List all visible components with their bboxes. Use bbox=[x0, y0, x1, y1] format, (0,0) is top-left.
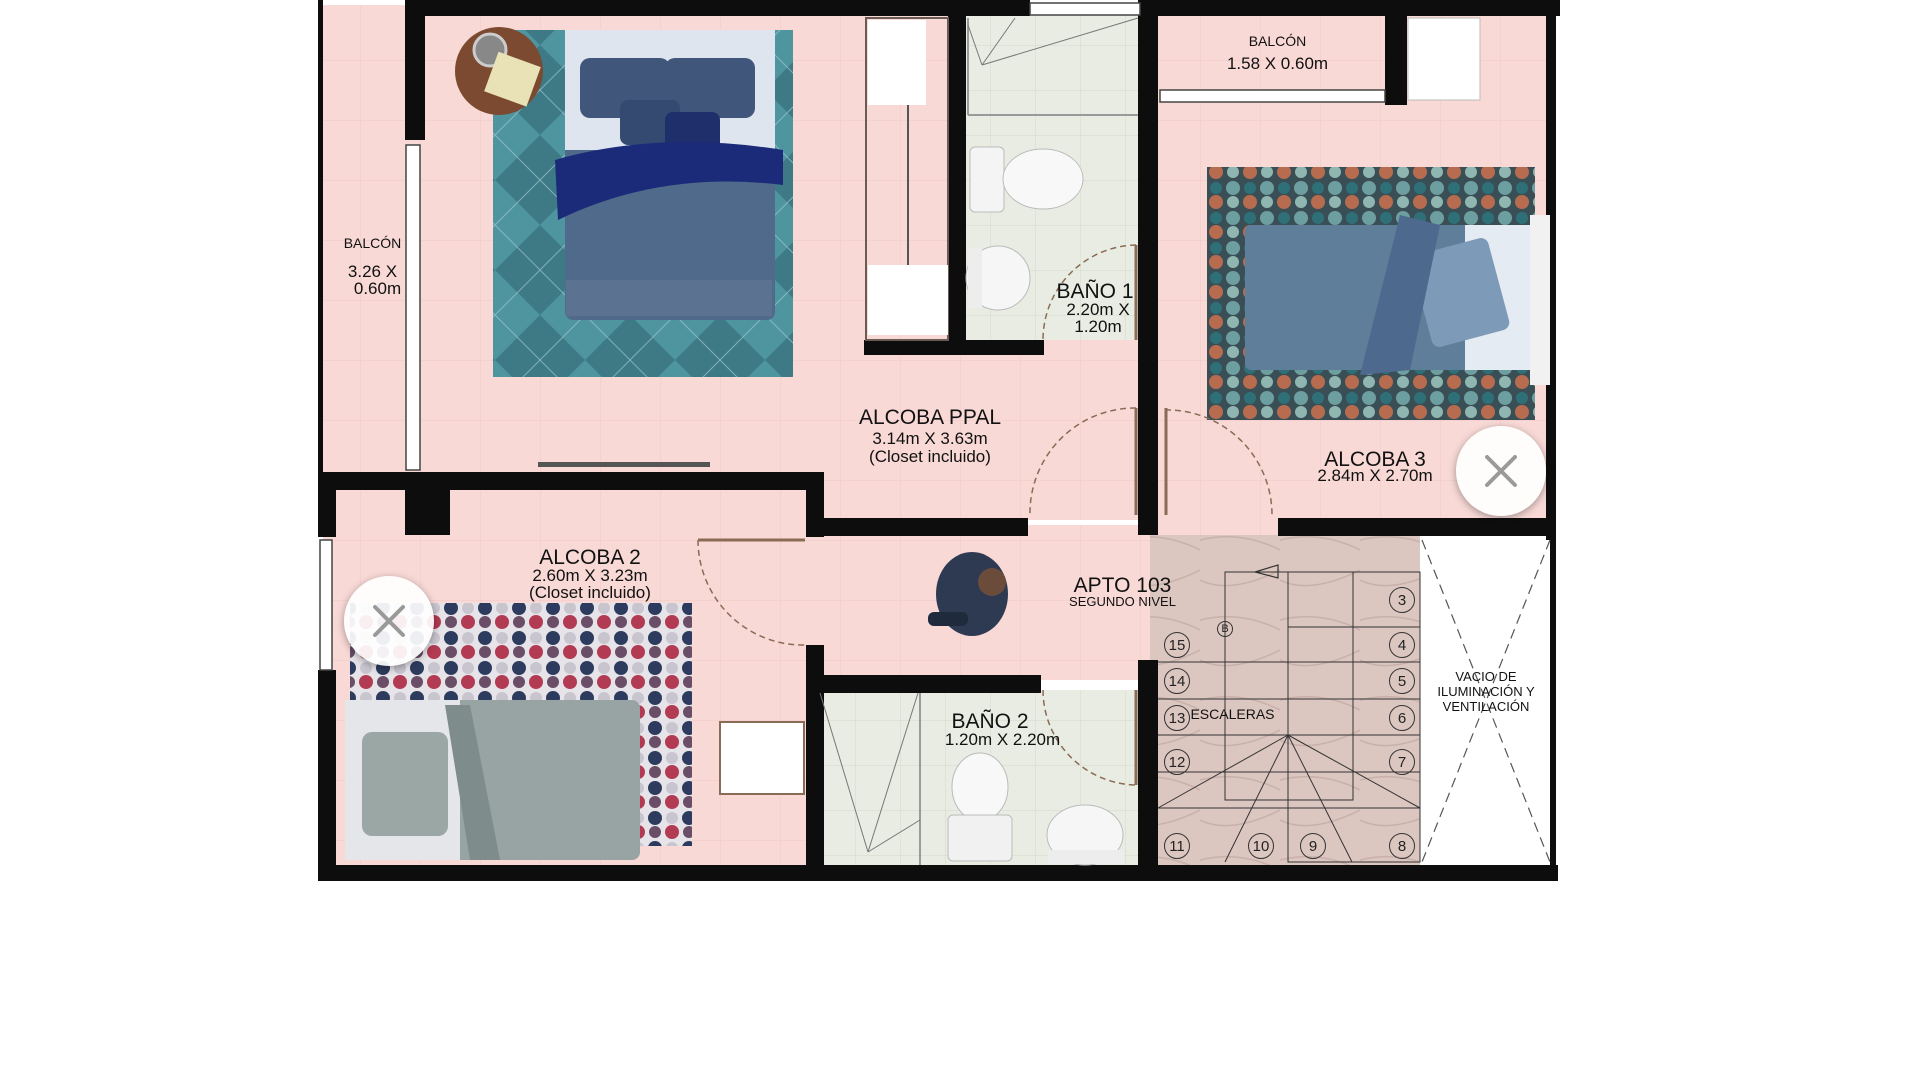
step-15: 15 bbox=[1164, 632, 1190, 658]
close-icon bbox=[1485, 455, 1517, 487]
apartment-title: APTO 103 bbox=[1073, 574, 1172, 597]
balcon-top-dim: 1.58 X 0.60m bbox=[1226, 54, 1329, 73]
balcon-top-name: BALCÓN bbox=[1248, 33, 1307, 49]
tv-ppal bbox=[538, 462, 710, 467]
step-4: 4 bbox=[1389, 632, 1415, 658]
step-5: 5 bbox=[1389, 668, 1415, 694]
close-button-right[interactable] bbox=[1456, 426, 1546, 516]
step-12: 12 bbox=[1164, 749, 1190, 775]
stairs-lines bbox=[1157, 564, 1421, 863]
walls bbox=[318, 0, 1560, 881]
step-8: 8 bbox=[1389, 833, 1415, 859]
closet-alcoba2 bbox=[719, 721, 805, 795]
vacio-line-1: VACIO DE bbox=[1455, 669, 1517, 684]
toilet-bano2 bbox=[947, 752, 1013, 862]
step-14: 14 bbox=[1164, 668, 1190, 694]
sink-bano1 bbox=[965, 245, 1031, 311]
windows bbox=[319, 2, 1386, 671]
door-leaves bbox=[698, 245, 1168, 785]
step-10: 10 bbox=[1248, 833, 1274, 859]
sink-bano2 bbox=[1046, 804, 1124, 866]
alcoba-ppal-note: (Closet incluido) bbox=[869, 447, 991, 466]
stair-marker-b: B bbox=[1217, 621, 1233, 637]
alcoba-ppal-name: ALCOBA PPAL bbox=[858, 406, 1002, 429]
step-7: 7 bbox=[1389, 749, 1415, 775]
bed-ppal bbox=[493, 30, 793, 377]
vacio-cross bbox=[1421, 539, 1551, 863]
escaleras-label: ESCALERAS bbox=[1190, 706, 1275, 722]
close-icon bbox=[373, 605, 405, 637]
toilet-bano1 bbox=[969, 146, 1084, 213]
balcon-left-dim-2: 0.60m bbox=[353, 279, 402, 298]
vacio-line-3: VENTILACIÓN bbox=[1442, 699, 1530, 714]
alcoba3-dim: 2.84m X 2.70m bbox=[1317, 466, 1433, 485]
door-swings bbox=[697, 244, 1273, 786]
alcoba-ppal-dim: 3.14m X 3.63m bbox=[872, 429, 988, 448]
alcoba2-name: ALCOBA 2 bbox=[539, 546, 641, 569]
balcon-left-name: BALCÓN bbox=[343, 235, 402, 251]
floor-stairs bbox=[1150, 535, 1420, 865]
bano1-dim-1: 2.20m X bbox=[1066, 300, 1130, 319]
floor-balcon-left bbox=[323, 5, 413, 475]
step-3: 3 bbox=[1389, 587, 1415, 613]
vacio-line-2: ILUMINACIÓN Y bbox=[1437, 684, 1535, 699]
alcoba2-note: (Closet incluido) bbox=[529, 583, 651, 602]
close-button-left[interactable] bbox=[344, 576, 434, 666]
closet-ppal bbox=[865, 17, 949, 341]
bano2-name: BAÑO 2 bbox=[951, 710, 1029, 733]
shower-bano2 bbox=[819, 692, 921, 865]
bed-alcoba3 bbox=[1207, 167, 1550, 420]
alcoba2-dim: 2.60m X 3.23m bbox=[532, 566, 648, 585]
alcoba3-name: ALCOBA 3 bbox=[1324, 448, 1426, 471]
bano1-name: BAÑO 1 bbox=[1056, 280, 1134, 303]
step-13: 13 bbox=[1164, 705, 1190, 731]
person-figure bbox=[928, 552, 1008, 636]
bano1-dim-2: 1.20m bbox=[1074, 317, 1122, 336]
nightstand-ppal bbox=[455, 27, 543, 115]
balcon-left-dim-1: 3.26 X bbox=[347, 262, 398, 281]
step-9: 9 bbox=[1300, 833, 1326, 859]
closet-alcoba3 bbox=[1407, 17, 1481, 101]
bano2-dim: 1.20m X 2.20m bbox=[944, 730, 1061, 749]
apartment-subtitle: SEGUNDO NIVEL bbox=[1069, 594, 1176, 609]
shower-bano1 bbox=[967, 17, 1139, 116]
step-6: 6 bbox=[1389, 705, 1415, 731]
step-11: 11 bbox=[1164, 833, 1190, 859]
